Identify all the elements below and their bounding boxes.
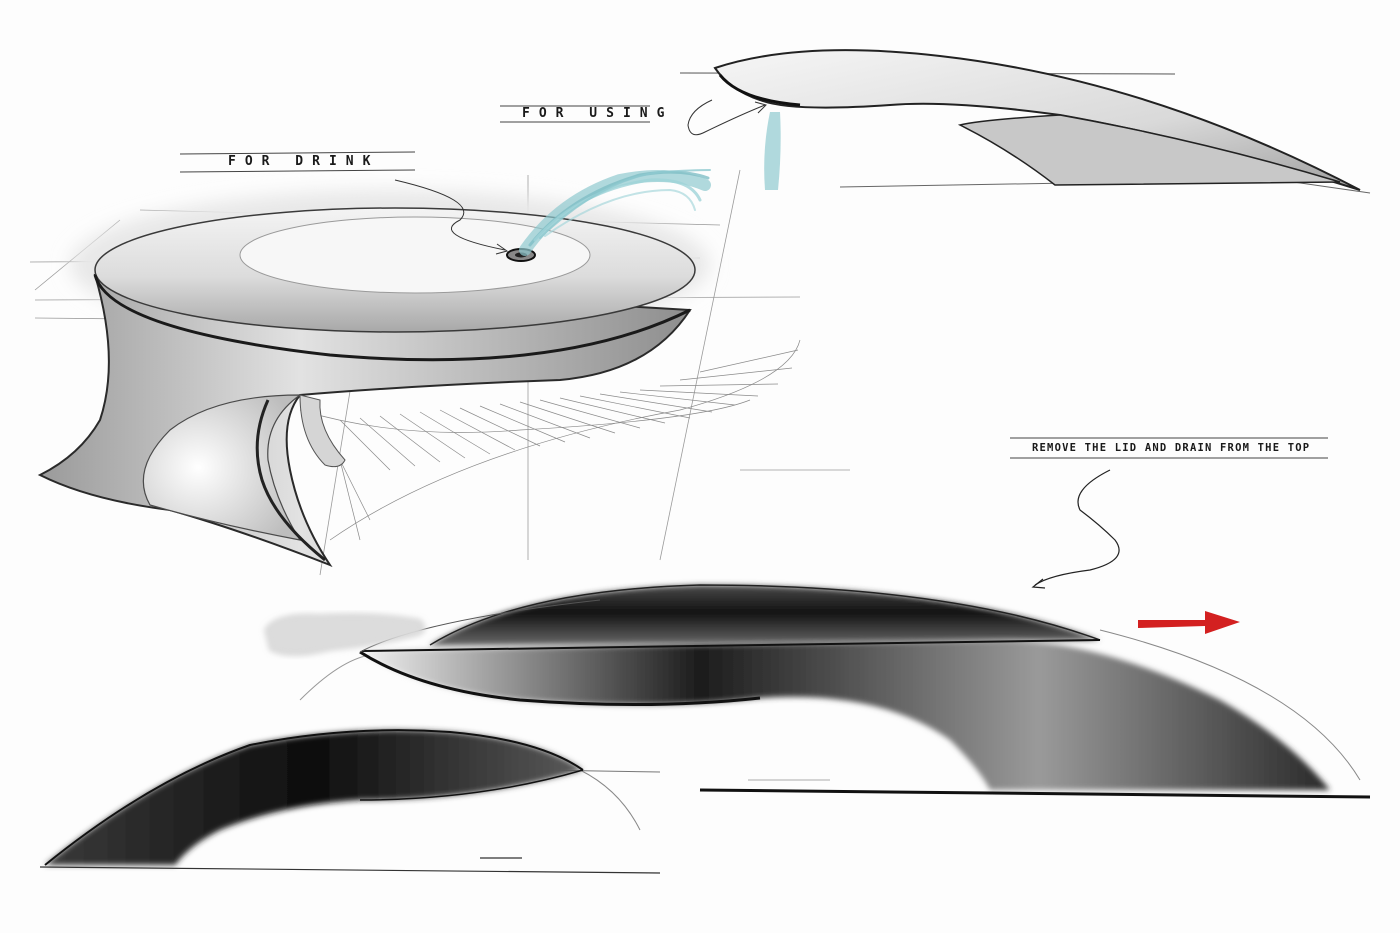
label-for-using: FOR USING (522, 106, 674, 121)
arrow-remove-lid (1031, 469, 1120, 589)
arrow-for-drink (394, 179, 509, 255)
bottle-perspective-view (37, 190, 710, 568)
arrow-for-using (687, 99, 767, 136)
bottle-side-view-top (679, 49, 1371, 194)
bottle-side-view-small (39, 729, 661, 874)
label-for-drink: FOR DRINK (228, 154, 380, 169)
hatched-shadow (299, 339, 801, 541)
water-drip (764, 112, 781, 190)
bottle-side-view-large (264, 584, 1371, 799)
water-jet (519, 169, 711, 256)
red-direction-arrow (1138, 611, 1240, 634)
label-remove-lid: REMOVE THE LID AND DRAIN FROM THE TOP (1032, 442, 1311, 454)
label-underlines (179, 105, 1328, 459)
